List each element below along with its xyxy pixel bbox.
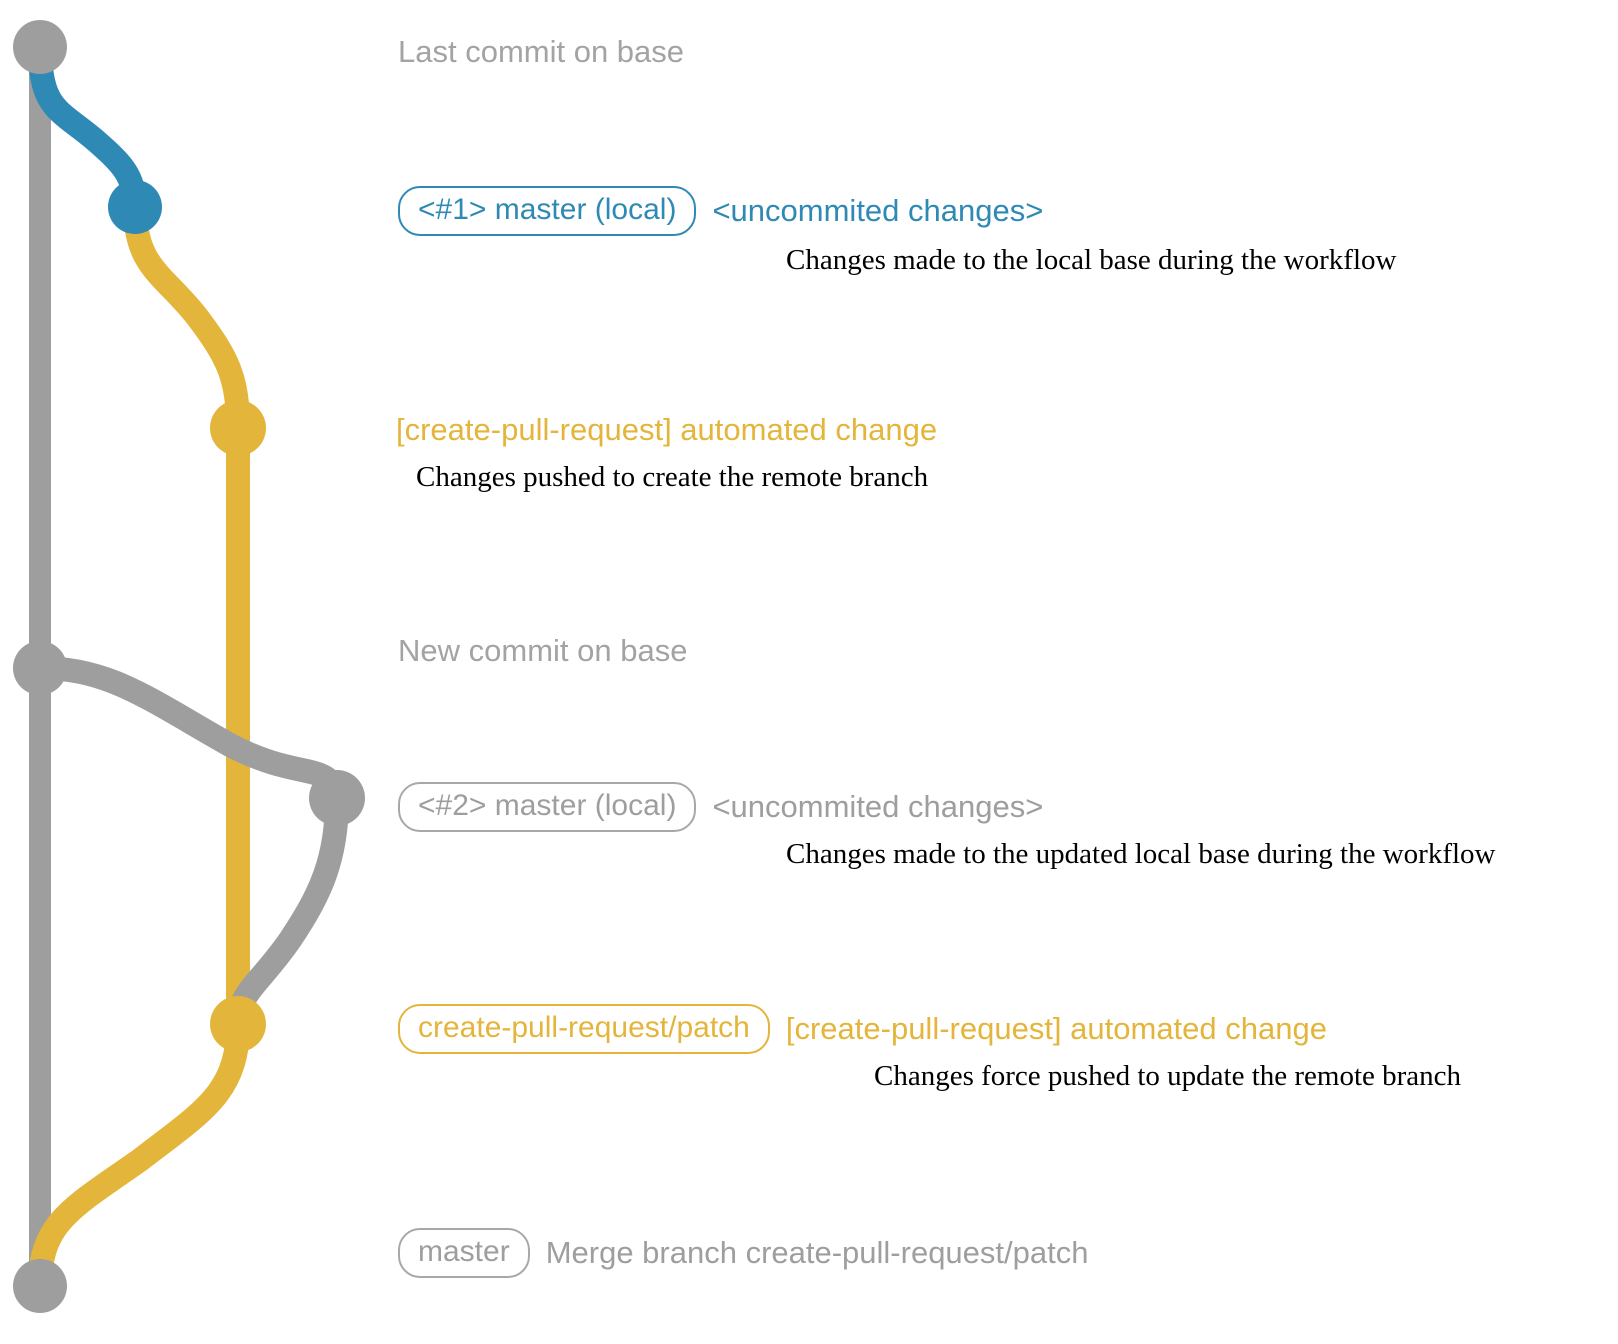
commit-node-local-1[interactable] [108, 180, 162, 234]
description-automated-change-1: Changes pushed to create the remote bran… [416, 461, 929, 493]
description-local-2: Changes made to the updated local base d… [786, 838, 1496, 870]
commit-node-master-merge[interactable] [13, 1259, 67, 1313]
commit-node-base-new[interactable] [13, 641, 67, 695]
entry-automated-change-2: create-pull-request/patch [create-pull-r… [398, 1004, 1327, 1054]
badge-master-local-1[interactable]: <#1> master (local) [398, 186, 697, 236]
badge-master[interactable]: master [398, 1228, 530, 1278]
edge-base-to-local2 [39, 656, 349, 801]
edge-base-to-local1 [28, 46, 147, 208]
edge-local2-to-patch2 [226, 797, 349, 1026]
edge-local1-to-patch1 [123, 206, 250, 429]
description-local-1: Changes made to the local base during th… [786, 244, 1397, 276]
entry-local-2: <#2> master (local) <uncommited changes> [398, 782, 1043, 832]
commit-node-patch-2[interactable] [210, 996, 266, 1052]
commit-node-patch-1[interactable] [210, 400, 266, 456]
message-uncommited-changes-2: <uncommited changes> [712, 788, 1044, 824]
commit-node-base-top[interactable] [13, 20, 67, 74]
message-uncommited-changes-1: <uncommited changes> [712, 192, 1044, 228]
message-automated-change-2: [create-pull-request] automated change [785, 1010, 1327, 1046]
badge-master-local-2[interactable]: <#2> master (local) [398, 782, 697, 832]
description-automated-change-2: Changes force pushed to update the remot… [874, 1060, 1462, 1092]
label-new-commit-on-base: New commit on base [398, 633, 688, 668]
commit-node-local-2[interactable] [309, 770, 365, 826]
message-merge-branch: Merge branch create-pull-request/patch [545, 1234, 1089, 1270]
edge-patch2-to-master [28, 1023, 250, 1287]
message-automated-change-1: [create-pull-request] automated change [396, 412, 938, 447]
entry-local-1: <#1> master (local) <uncommited changes> [398, 186, 1043, 236]
label-last-commit-on-base: Last commit on base [398, 34, 685, 69]
badge-create-pull-request-patch[interactable]: create-pull-request/patch [398, 1004, 770, 1054]
entry-master-merge: master Merge branch create-pull-request/… [398, 1228, 1088, 1278]
